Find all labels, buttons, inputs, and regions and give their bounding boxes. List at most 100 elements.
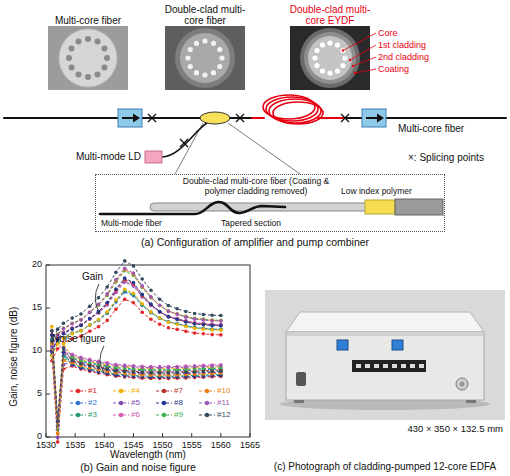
data-marker (123, 259, 127, 263)
fiber-core (95, 71, 101, 77)
data-marker (70, 327, 74, 331)
data-marker (56, 424, 60, 428)
pump-combiner (200, 112, 230, 124)
legend-marker (76, 388, 80, 392)
data-marker (132, 301, 136, 305)
legend-text: #2 (88, 398, 97, 407)
data-marker (62, 327, 66, 331)
fiber-core (95, 39, 101, 45)
component-label: Multi-mode LD (31, 151, 141, 163)
data-marker (79, 357, 83, 361)
data-series (50, 287, 223, 418)
data-series (50, 266, 223, 422)
data-marker (149, 371, 153, 375)
data-marker (149, 295, 153, 299)
fiber-photo (290, 26, 370, 90)
gain-curve (52, 268, 221, 347)
zoom-line (175, 123, 203, 174)
data-marker (70, 321, 74, 325)
data-marker (50, 325, 54, 329)
data-marker (210, 328, 214, 332)
legend-item: #10 (199, 386, 230, 395)
data-marker (140, 277, 144, 281)
fiber-label-holder: Double-clad multi-core EYDF (282, 0, 378, 26)
splice-mark (148, 114, 156, 122)
data-marker (79, 324, 83, 328)
data-marker (132, 281, 136, 285)
data-marker (79, 312, 83, 316)
data-marker (140, 371, 144, 375)
data-marker (219, 327, 223, 331)
fiber-label: Double-clad multi-core EYDF (282, 4, 378, 26)
data-marker (193, 331, 197, 335)
data-marker (56, 419, 60, 423)
data-marker (210, 328, 214, 332)
data-marker (50, 329, 54, 333)
fiber-core (194, 70, 199, 75)
data-marker (210, 323, 214, 327)
axis-tick (46, 433, 47, 437)
data-marker (97, 319, 101, 323)
data-marker (56, 327, 60, 331)
data-marker (202, 327, 206, 331)
data-marker (175, 366, 179, 370)
amplifier-photo (294, 400, 304, 403)
annotation-bracket (95, 284, 100, 314)
data-marker (132, 264, 136, 268)
data-marker (79, 318, 83, 322)
legend-swatch (70, 387, 86, 395)
data-marker (88, 323, 92, 327)
data-marker (193, 326, 197, 330)
data-marker (123, 276, 127, 280)
data-marker (175, 371, 179, 375)
data-marker (202, 332, 206, 336)
legend-item: #12 (199, 410, 230, 419)
data-marker (184, 315, 188, 319)
leader-line (349, 59, 351, 61)
noise-figure-curve (52, 331, 221, 421)
fiber-photo (308, 36, 352, 80)
data-marker (97, 366, 101, 370)
amplifier-photo (286, 332, 484, 400)
data-marker (219, 364, 223, 368)
tick-label: 1545 (113, 440, 153, 450)
fiber-core (85, 36, 91, 42)
amplifier-photo (296, 372, 306, 386)
data-marker (97, 296, 101, 300)
data-marker (62, 326, 66, 330)
amplifier-photo (392, 340, 403, 350)
data-marker (193, 326, 197, 330)
axis-tick (133, 433, 134, 437)
amplifier-photo (265, 290, 505, 420)
data-marker (123, 370, 127, 374)
data-marker (158, 304, 162, 308)
data-marker (70, 322, 74, 326)
legend-text: #5 (131, 398, 140, 407)
data-marker (193, 312, 197, 316)
data-marker (167, 309, 171, 313)
data-marker (50, 329, 54, 333)
inset-title: Double-clad multi-core fiber (Coating & … (176, 177, 336, 197)
legend-marker (162, 412, 166, 416)
data-marker (167, 315, 171, 319)
amplifier-photo (374, 364, 379, 368)
tick-label: 1535 (55, 440, 95, 450)
tick-label: 1550 (143, 440, 183, 450)
data-marker (193, 370, 197, 374)
data-series (50, 278, 223, 427)
fiber-core (327, 70, 332, 75)
data-marker (175, 313, 179, 317)
data-marker (149, 317, 153, 321)
axis-tick (191, 433, 192, 437)
panel-caption: (b) Gain and noise figure (8, 461, 268, 473)
fiber-photo (300, 28, 360, 88)
amplifier-photo (456, 378, 468, 390)
data-marker (105, 362, 109, 366)
data-marker (184, 324, 188, 328)
data-marker (219, 333, 223, 337)
data-series (50, 279, 223, 427)
fiber-cross-section: Multi-core fiber (40, 0, 136, 92)
data-marker (149, 366, 153, 370)
isolator (362, 109, 386, 127)
data-marker (140, 284, 144, 288)
